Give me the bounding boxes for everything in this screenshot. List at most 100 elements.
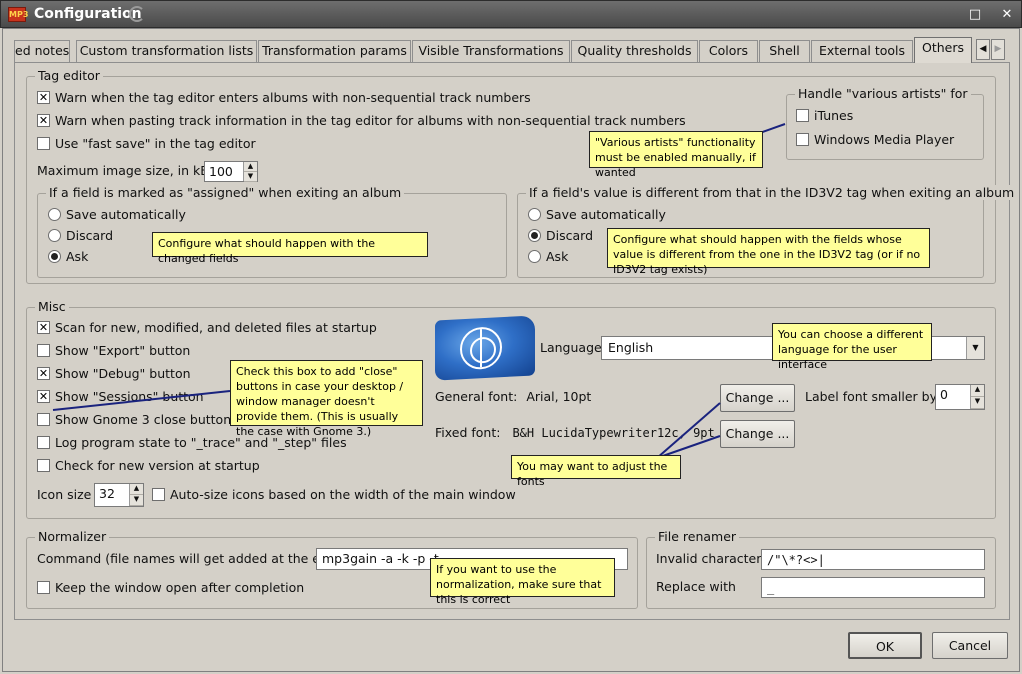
check-version-checkbox[interactable]: Check for new version at startup — [37, 458, 260, 473]
warn-non-sequential-checkbox[interactable]: ✕Warn when the tag editor enters albums … — [37, 90, 531, 105]
cancel-button[interactable]: Cancel — [932, 632, 1008, 659]
normalizer-group: Normalizer — [26, 529, 638, 609]
fixed-font-label: Fixed font: — [435, 425, 501, 440]
checkbox-label: Check for new version at startup — [55, 458, 260, 473]
checkbox-label: Show "Sessions" button — [55, 389, 204, 404]
tab-others[interactable]: Others — [914, 37, 972, 63]
fixed-font-value: B&H LucidaTypewriter12c, 9pt — [512, 425, 715, 440]
general-font-row: General font:Arial, 10pt — [435, 389, 591, 404]
keep-open-checkbox[interactable]: Keep the window open after completion — [37, 580, 304, 595]
log-state-checkbox[interactable]: Log program state to "_trace" and "_step… — [37, 435, 347, 450]
checkbox-label: Log program state to "_trace" and "_step… — [55, 435, 347, 450]
replace-with-input[interactable]: _ — [761, 577, 985, 598]
radio-circle — [48, 229, 61, 242]
spin-down-icon[interactable]: ▼ — [971, 397, 984, 409]
checkbox-box — [796, 109, 809, 122]
note-language: You can choose a different language for … — [772, 323, 932, 371]
checkbox-box — [152, 488, 165, 501]
tab-quality-thresholds[interactable]: Quality thresholds — [571, 40, 698, 62]
app-icon: MP3 — [8, 7, 28, 22]
assigned-field-group: If a field is marked as "assigned" when … — [37, 185, 507, 278]
note-normalization: If you want to use the normalization, ma… — [430, 558, 615, 606]
show-sessions-checkbox[interactable]: ✕Show "Sessions" button — [37, 389, 204, 404]
icon-size-value: 32 — [99, 486, 115, 501]
checkbox-label: Scan for new, modified, and deleted file… — [55, 320, 377, 335]
radio-label: Ask — [546, 249, 569, 264]
language-label: Language — [540, 340, 602, 355]
tab-external-tools[interactable]: External tools — [811, 40, 913, 62]
tab-scroll-right-icon[interactable]: ▶ — [991, 39, 1005, 60]
command-label: Command (file names will get added at th… — [37, 551, 341, 566]
spin-up-icon[interactable]: ▲ — [244, 162, 257, 172]
icon-size-label: Icon size — [37, 487, 92, 502]
tab-shell[interactable]: Shell — [759, 40, 810, 62]
icon-size-spinbox[interactable]: 32 ▲▼ — [94, 483, 144, 507]
fixed-font-row: Fixed font: B&H LucidaTypewriter12c, 9pt — [435, 425, 715, 440]
label-font-smaller-label: Label font smaller by: — [805, 389, 941, 404]
window-title: Configuration — [34, 6, 142, 22]
change-general-font-button[interactable]: Change ... — [720, 384, 795, 412]
un-flag-icon — [435, 315, 535, 381]
normalizer-title: Normalizer — [35, 529, 110, 544]
auto-size-label: Auto-size icons based on the width of th… — [170, 487, 516, 502]
various-artists-title: Handle "various artists" for — [795, 86, 971, 101]
itunes-checkbox[interactable]: iTunes — [796, 108, 853, 123]
note-fonts: You may want to adjust the fonts — [511, 455, 681, 488]
id3-discard-radio[interactable]: Discard — [528, 228, 593, 243]
change-fixed-font-button[interactable]: Change ... — [720, 420, 795, 448]
warn-pasting-checkbox[interactable]: ✕ Warn when pasting track information in … — [37, 113, 686, 128]
tab-scroll-left-icon[interactable]: ◀ — [976, 39, 990, 60]
tab-transformation-params[interactable]: Transformation params — [258, 40, 411, 62]
assigned-ask-radio[interactable]: Ask — [48, 249, 88, 264]
radio-circle — [528, 208, 541, 221]
radio-label: Discard — [66, 228, 113, 243]
radio-circle-selected — [48, 250, 61, 263]
assigned-save-radio[interactable]: Save automatically — [48, 207, 186, 222]
spin-up-icon[interactable]: ▲ — [971, 385, 984, 397]
checkbox-box — [37, 413, 50, 426]
checkbox-box — [37, 137, 50, 150]
spin-down-icon[interactable]: ▼ — [244, 172, 257, 182]
wmp-checkbox[interactable]: Windows Media Player — [796, 132, 954, 147]
checkbox-label: Show "Debug" button — [55, 366, 191, 381]
keep-open-label: Keep the window open after completion — [55, 580, 305, 595]
spin-down-icon[interactable]: ▼ — [130, 495, 143, 506]
checkbox-label: Show "Export" button — [55, 343, 191, 358]
maximize-button[interactable]: □ — [968, 7, 982, 22]
check-icon: ✕ — [37, 114, 50, 127]
show-debug-checkbox[interactable]: ✕ Show "Debug" button — [37, 366, 191, 381]
ok-button[interactable]: OK — [848, 632, 922, 659]
note-various-artists: "Various artists" functionality must be … — [589, 131, 763, 179]
max-image-spinbox[interactable]: 100 ▲▼ — [204, 161, 258, 182]
tab-ed-notes[interactable]: ed notes — [14, 40, 70, 62]
misc-title: Misc — [35, 299, 69, 314]
tab-colors[interactable]: Colors — [699, 40, 758, 62]
id3-save-radio[interactable]: Save automatically — [528, 207, 666, 222]
tab-visible-transformations[interactable]: Visible Transformations — [412, 40, 570, 62]
various-artists-group: Handle "various artists" for — [786, 86, 984, 160]
itunes-label: iTunes — [814, 108, 854, 123]
assigned-discard-radio[interactable]: Discard — [48, 228, 113, 243]
close-button[interactable]: ✕ — [1001, 7, 1013, 22]
tab-custom-transformation-lists[interactable]: Custom transformation lists — [76, 40, 257, 62]
auto-size-checkbox[interactable]: Auto-size icons based on the width of th… — [152, 487, 516, 502]
gnome-close-checkbox[interactable]: Show Gnome 3 close buttons — [37, 412, 238, 427]
fast-save-label: Use "fast save" in the tag editor — [55, 136, 256, 151]
label-font-smaller-spinbox[interactable]: 0 ▲▼ — [935, 384, 985, 410]
invalid-chars-input[interactable]: /"\*?<>| — [761, 549, 985, 570]
radio-circle — [48, 208, 61, 221]
spin-up-icon[interactable]: ▲ — [130, 484, 143, 495]
label-font-smaller-value: 0 — [940, 387, 948, 402]
fast-save-checkbox[interactable]: Use "fast save" in the tag editor — [37, 136, 256, 151]
warn-pasting-label: Warn when pasting track information in t… — [55, 113, 686, 128]
scan-files-checkbox[interactable]: ✕Scan for new, modified, and deleted fil… — [37, 320, 377, 335]
general-font-label: General font: — [435, 389, 518, 404]
invalid-chars-label: Invalid characters — [656, 551, 768, 566]
check-icon: ✕ — [37, 367, 50, 380]
check-icon: ✕ — [37, 91, 50, 104]
id3-ask-radio[interactable]: Ask — [528, 249, 568, 264]
title-bar: MP3 Configuration □ ✕ — [0, 0, 1022, 28]
chevron-down-icon[interactable]: ▼ — [966, 337, 984, 359]
show-export-checkbox[interactable]: Show "Export" button — [37, 343, 190, 358]
max-image-value: 100 — [209, 164, 233, 179]
